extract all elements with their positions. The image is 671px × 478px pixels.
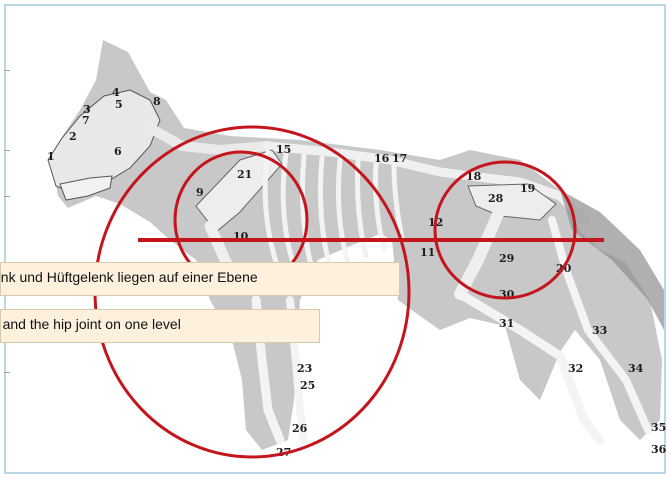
bone-number: 29 — [499, 252, 514, 265]
bone-number: 8 — [153, 95, 161, 108]
caption-english-text: nt and the hip joint on one level — [0, 316, 181, 332]
bone-number: 9 — [196, 186, 204, 199]
caption-german-text: enk und Hüftgelenk liegen auf einer Eben… — [0, 269, 258, 285]
bone-number: 36 — [651, 443, 667, 456]
bone-number: 7 — [82, 114, 90, 127]
bone-number: 33 — [592, 324, 607, 337]
bone-number: 28 — [488, 192, 504, 205]
bone-number: 25 — [300, 379, 315, 392]
bone-number: 17 — [392, 152, 407, 165]
bone-number: 23 — [297, 362, 312, 375]
caption-german: enk und Hüftgelenk liegen auf einer Eben… — [0, 262, 400, 296]
bone-number: 11 — [420, 246, 435, 259]
bone-number: 19 — [520, 182, 535, 195]
bone-number: 1 — [47, 150, 55, 163]
bone-number: 6 — [114, 145, 122, 158]
bone-number: 15 — [276, 143, 291, 156]
bone-number: 2 — [69, 130, 77, 143]
bone-number: 5 — [115, 98, 123, 111]
bone-number: 34 — [628, 362, 644, 375]
bone-number: 35 — [651, 421, 666, 434]
caption-english: nt and the hip joint on one level — [0, 309, 320, 343]
bone-number: 16 — [374, 152, 390, 165]
bone-number: 32 — [568, 362, 583, 375]
bone-number: 31 — [499, 317, 514, 330]
bone-number: 21 — [237, 168, 252, 181]
bone-number: 26 — [292, 422, 308, 435]
